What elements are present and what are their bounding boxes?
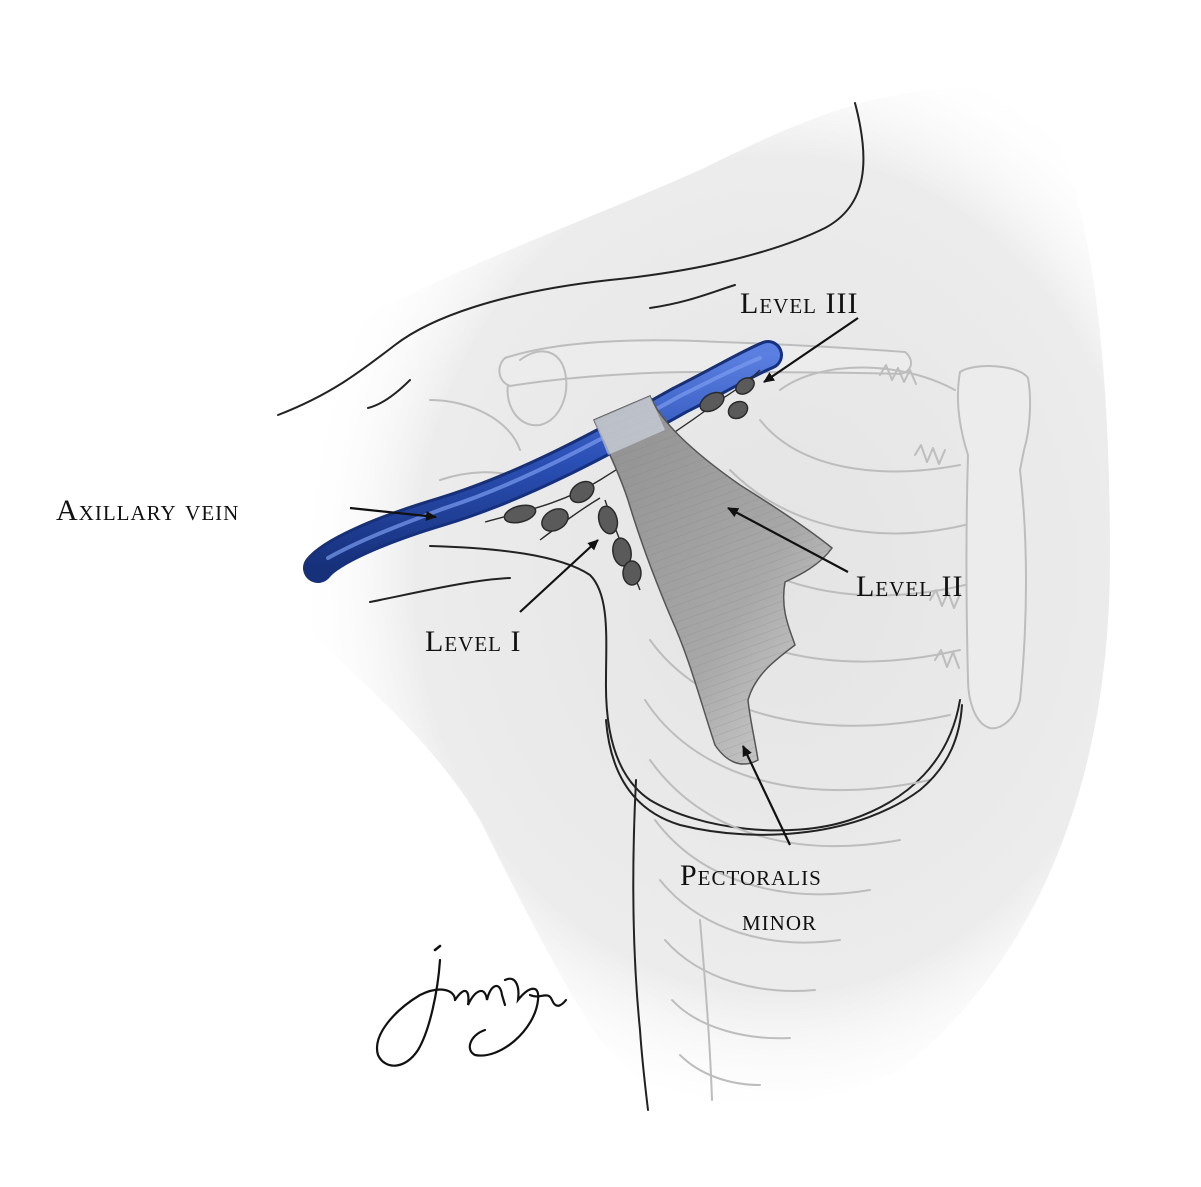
artist-signature xyxy=(375,944,568,1067)
label-axillary-vein: Axillary vein xyxy=(56,494,239,527)
axillary-vein xyxy=(303,340,783,583)
label-pectoralis-minor-line2: minor xyxy=(742,904,817,937)
label-level-2: Level II xyxy=(856,570,963,603)
leader-lines xyxy=(349,317,859,846)
leader-axillary-vein xyxy=(349,506,437,521)
body-outline xyxy=(277,102,961,1111)
label-level-1: Level I xyxy=(425,625,521,658)
label-pectoralis-minor-line1: Pectoralis xyxy=(680,859,822,892)
leader-pectoralis-minor xyxy=(742,745,791,846)
pectoralis-minor-muscle xyxy=(593,395,834,765)
leader-level-3 xyxy=(763,317,859,383)
leader-level-1 xyxy=(519,539,599,613)
label-level-3: Level III xyxy=(740,287,858,320)
breast-contour xyxy=(605,704,963,836)
leader-level-2 xyxy=(727,507,849,573)
